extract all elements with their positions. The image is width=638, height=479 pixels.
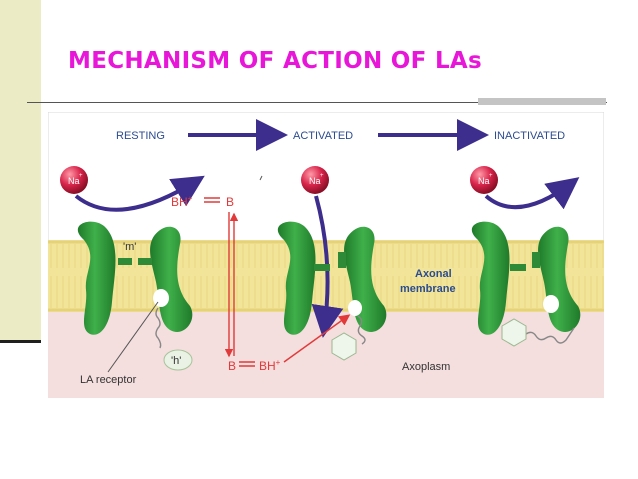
ion-path-arrow-resting <box>74 175 205 212</box>
state-label-activated: ACTIVATED <box>293 130 353 142</box>
svg-text:+: + <box>489 173 493 179</box>
h-gate-tether-resting <box>155 307 162 349</box>
equilibrium-arrows-bottom <box>239 361 255 367</box>
h-gate-hexagon-inactivated <box>501 318 527 347</box>
h-gate-bubble <box>163 349 193 371</box>
h-gate-tether-inactivated <box>525 327 575 344</box>
receptor-label: LA receptor <box>80 374 137 386</box>
side-accent-line <box>0 340 41 343</box>
divider-accent-block <box>478 98 606 105</box>
membrane-label-line-1: Axonal <box>415 268 452 280</box>
title-divider <box>27 102 607 103</box>
m-gate-label: 'm' <box>123 241 136 253</box>
receptor-pointer <box>107 301 159 373</box>
sodium-channel-diagram: RESTING ACTIVATED INACTIVATED Na + Na + … <box>48 112 604 398</box>
svg-text:Na: Na <box>478 176 490 186</box>
ion-path-arrow-activated <box>311 195 344 338</box>
small-dash-mark <box>259 175 263 181</box>
h-gate-label: 'h' <box>171 355 181 367</box>
drug-ionized-bottom: BH+ <box>259 358 281 373</box>
channel-activated <box>277 221 387 335</box>
state-label-resting: RESTING <box>116 130 165 142</box>
equilibrium-arrows-top <box>204 197 220 203</box>
ion-path-arrow-inactivated <box>484 177 580 210</box>
drug-base-bottom: B <box>228 359 236 373</box>
channel-inactivated <box>471 221 581 335</box>
svg-text:+: + <box>79 173 83 179</box>
h-gate-hexagon-activated <box>331 332 357 361</box>
membrane-label-line-2: membrane <box>400 283 456 295</box>
sodium-ion-inactivated: Na + <box>470 166 498 194</box>
channel-resting <box>77 221 193 335</box>
sodium-ion-activated: Na + <box>301 166 329 194</box>
state-label-inactivated: INACTIVATED <box>494 130 565 142</box>
drug-ionized-top: BH+ <box>171 194 193 209</box>
drug-base-top: B <box>226 195 234 209</box>
axoplasm-label: Axoplasm <box>402 361 450 373</box>
svg-text:+: + <box>320 173 324 179</box>
drug-binding-arrow <box>283 314 351 363</box>
svg-text:Na: Na <box>68 176 80 186</box>
side-accent-bar <box>0 0 41 340</box>
svg-text:Na: Na <box>309 176 321 186</box>
sodium-ion-resting: Na + <box>60 166 88 194</box>
slide-title: MECHANISM OF ACTION OF LAs <box>68 48 483 74</box>
h-gate-tether-activated <box>357 315 366 345</box>
